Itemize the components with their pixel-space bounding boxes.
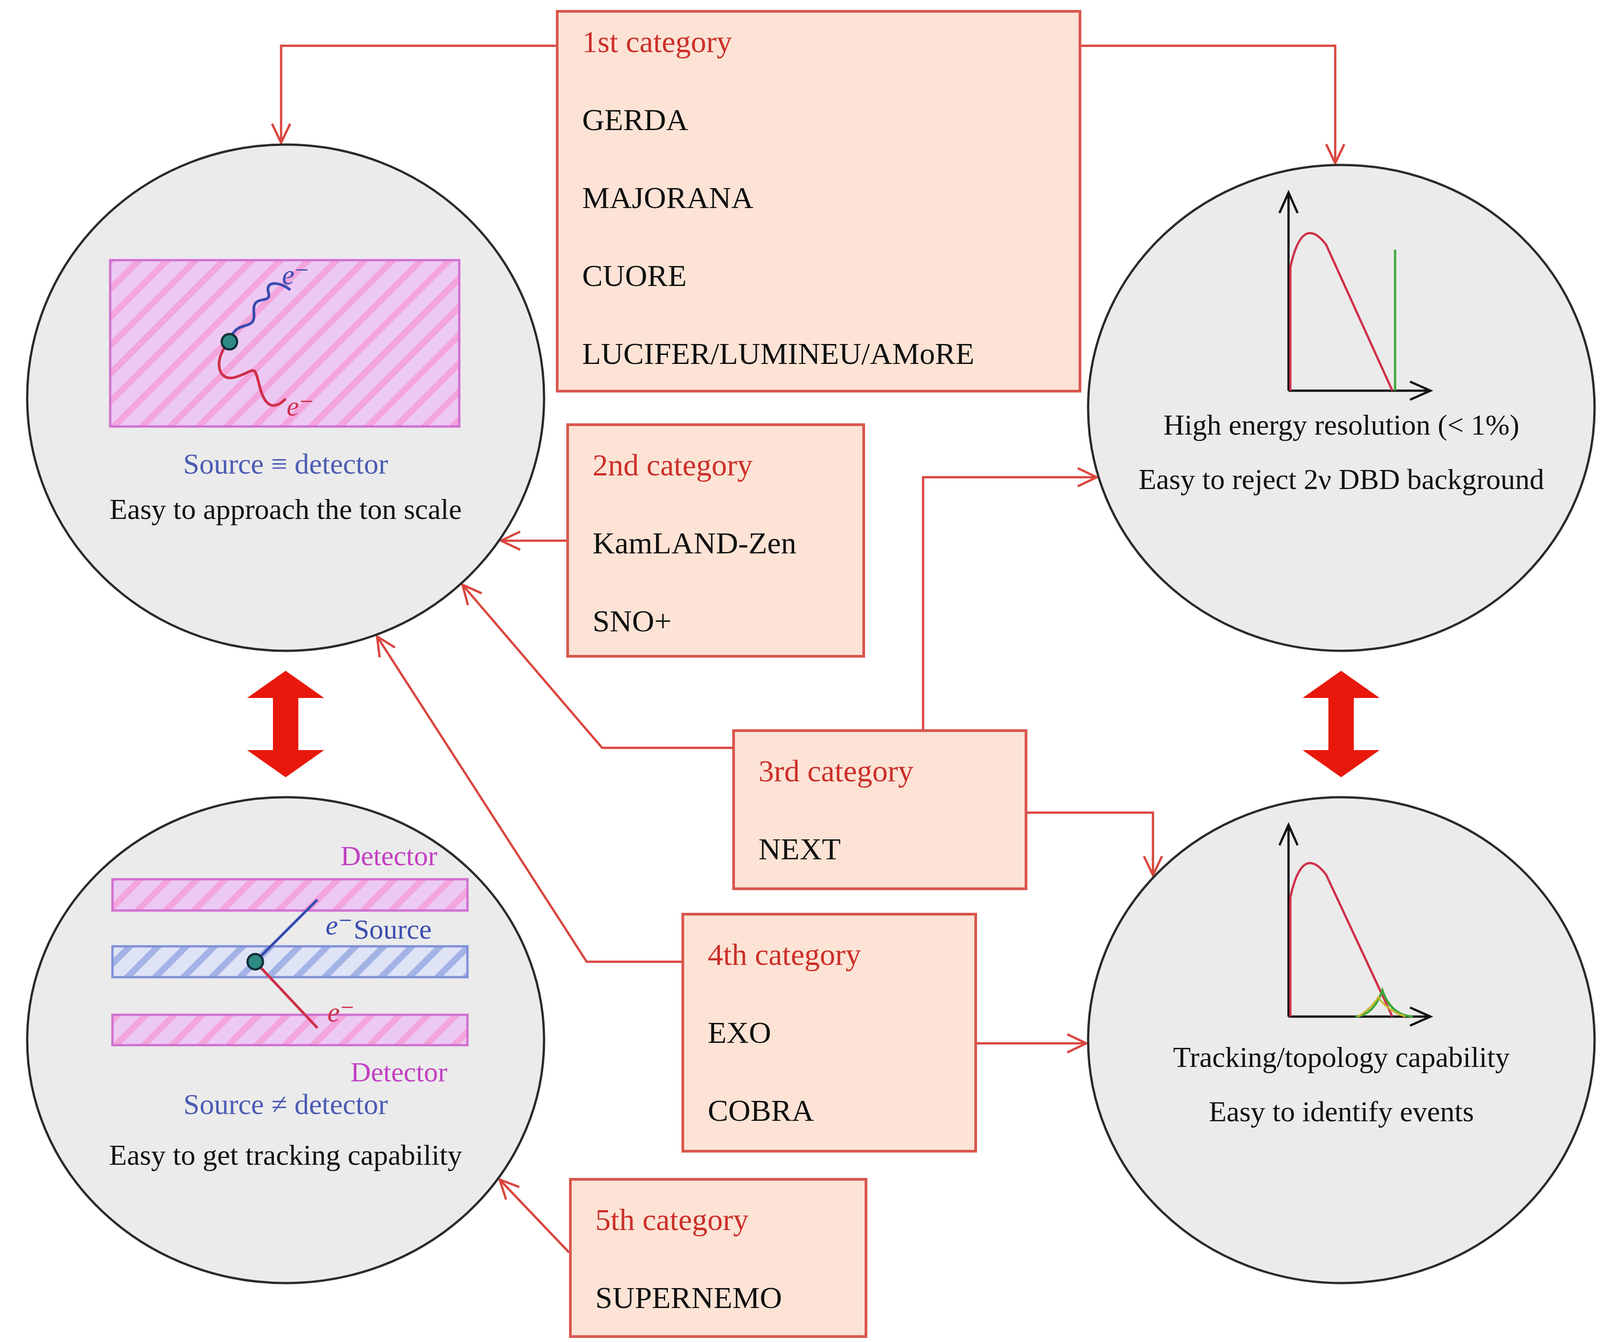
connector [977,1034,1087,1053]
particle-label: e⁻ [325,908,353,942]
particle-label: e⁻ [327,995,355,1029]
node-heading: High energy resolution (< 1%) [1163,398,1520,453]
source-detector-layers [112,879,468,1046]
decay-vertex [221,334,238,350]
decay-vertex [247,954,263,970]
double-arrow [1302,671,1380,778]
arrow-head [1326,144,1345,164]
arrow-head [499,1179,520,1200]
double-arrow [247,671,325,778]
category-box: 5th categorySUPERNEMO [568,1178,868,1339]
concept-ellipse: Tracking/topology capabilityEasy to iden… [1086,795,1597,1286]
node-text: Easy to identify events [1208,1084,1474,1140]
ellipse-outline [1086,163,1597,653]
connector [272,45,556,143]
node-heading: 2nd category [592,426,753,505]
node-heading: 3rd category [758,732,914,811]
ellipse-shape [1088,797,1595,1284]
node-text: Easy to reject 2ν DBD background [1138,452,1544,507]
part-label: Detector [350,1056,448,1089]
arrow-head [462,584,482,606]
category-box: 1st categoryGERDAMAJORANACUORELUCIFER/LU… [555,9,1082,393]
ellipse-shape [27,797,545,1284]
node-text: SNO+ [592,582,672,661]
connector-line [977,1042,1087,1046]
node-text: GERDA [582,80,689,159]
connector-line [923,477,1097,730]
node-text: Easy to approach the ton scale [109,486,463,533]
category-box: 2nd categoryKamLAND-ZenSNO+ [566,423,866,658]
detector-layer [112,879,468,911]
source-layer [112,946,468,978]
electron-track [229,283,291,342]
particle-label: e⁻ [286,389,314,423]
connector-line [281,45,556,143]
connector [500,531,567,550]
node-text: MAJORANA [582,158,754,237]
node-text: COBRA [707,1071,814,1150]
arrow-head [1067,1034,1087,1053]
part-label: Source [353,913,432,946]
peak-line [1394,249,1397,391]
connector [1302,671,1380,778]
node-text: SUPERNEMO [595,1259,783,1338]
connector-line [1027,812,1153,876]
arrow-head [272,123,291,143]
node-heading: 5th category [595,1181,749,1260]
connector-line [1081,45,1336,164]
node-text: LUCIFER/LUMINEU/AMoRE [582,314,975,393]
arrow-head [1077,468,1097,487]
detector-layer [112,1015,468,1046]
connector [247,671,325,778]
connector [1081,45,1345,164]
connector [1027,812,1163,876]
node-heading: Tracking/topology capability [1172,1030,1510,1085]
connector [923,468,1097,730]
node-heading: 4th category [707,915,861,994]
ellipse-outline [1086,795,1597,1286]
category-box: 4th categoryEXOCOBRA [681,913,978,1153]
connector [499,1179,569,1253]
arrow-head [377,636,396,658]
connector-line [499,1179,569,1253]
concept-ellipse: High energy resolution (< 1%)Easy to rej… [1086,163,1597,653]
part-label: Detector [340,840,438,873]
category-box: 3rd categoryNEXT [732,729,1028,891]
node-text: NEXT [758,810,841,889]
node-text: EXO [707,993,772,1072]
node-text: CUORE [582,236,687,315]
node-text: Easy to get tracking capability [109,1130,463,1182]
node-heading: 1st category [582,2,732,81]
node-heading: Source ≡ detector [183,441,389,487]
particle-label: e⁻ [282,257,310,292]
ellipse-shape [27,144,545,652]
ellipse-shape [1088,165,1595,652]
node-text: KamLAND-Zen [592,504,797,583]
connector-line [500,539,567,543]
electron-track [218,341,286,406]
